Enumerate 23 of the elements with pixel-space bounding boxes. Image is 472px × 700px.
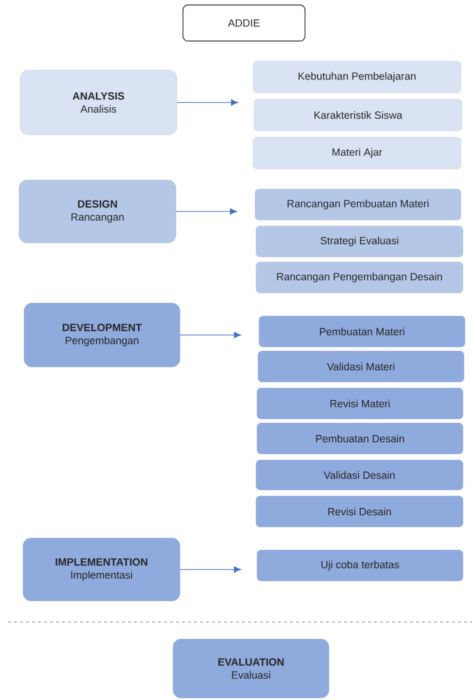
step-box: Revisi Desain: [256, 496, 464, 528]
step-box: Kebutuhan Pembelajaran: [252, 60, 462, 94]
arrow: [176, 208, 237, 215]
step-box: Pembuatan Desain: [256, 422, 464, 454]
step-box: Strategi Evaluasi: [256, 226, 464, 258]
step-box: Uji coba terbatas: [256, 550, 464, 582]
step-box: Rancangan Pembuatan Materi: [254, 188, 462, 220]
phase-box: EVALUATION Evaluasi: [172, 638, 330, 698]
phase-box: ANALYSIS Analisis: [20, 70, 178, 136]
step-box: Materi Ajar: [252, 136, 462, 170]
step-box: Rancangan Pengembangan Desain: [256, 262, 464, 294]
arrow: [180, 566, 241, 573]
phase-box: IMPLEMENTATION Implementasi: [22, 538, 180, 602]
phase-box: DESIGN Rancangan: [18, 180, 176, 244]
step-box: Pembuatan Materi: [258, 316, 466, 348]
step-box: Validasi Materi: [258, 350, 464, 382]
step-box: Validasi Desain: [256, 460, 464, 490]
step-box: Karakteristik Siswa: [254, 98, 462, 132]
step-box: Revisi Materi: [256, 388, 464, 420]
arrow: [176, 99, 238, 106]
arrow: [180, 332, 241, 338]
phase-box: DEVELOPMENT Pengembangan: [24, 302, 180, 368]
title-box: ADDIE: [182, 4, 306, 42]
